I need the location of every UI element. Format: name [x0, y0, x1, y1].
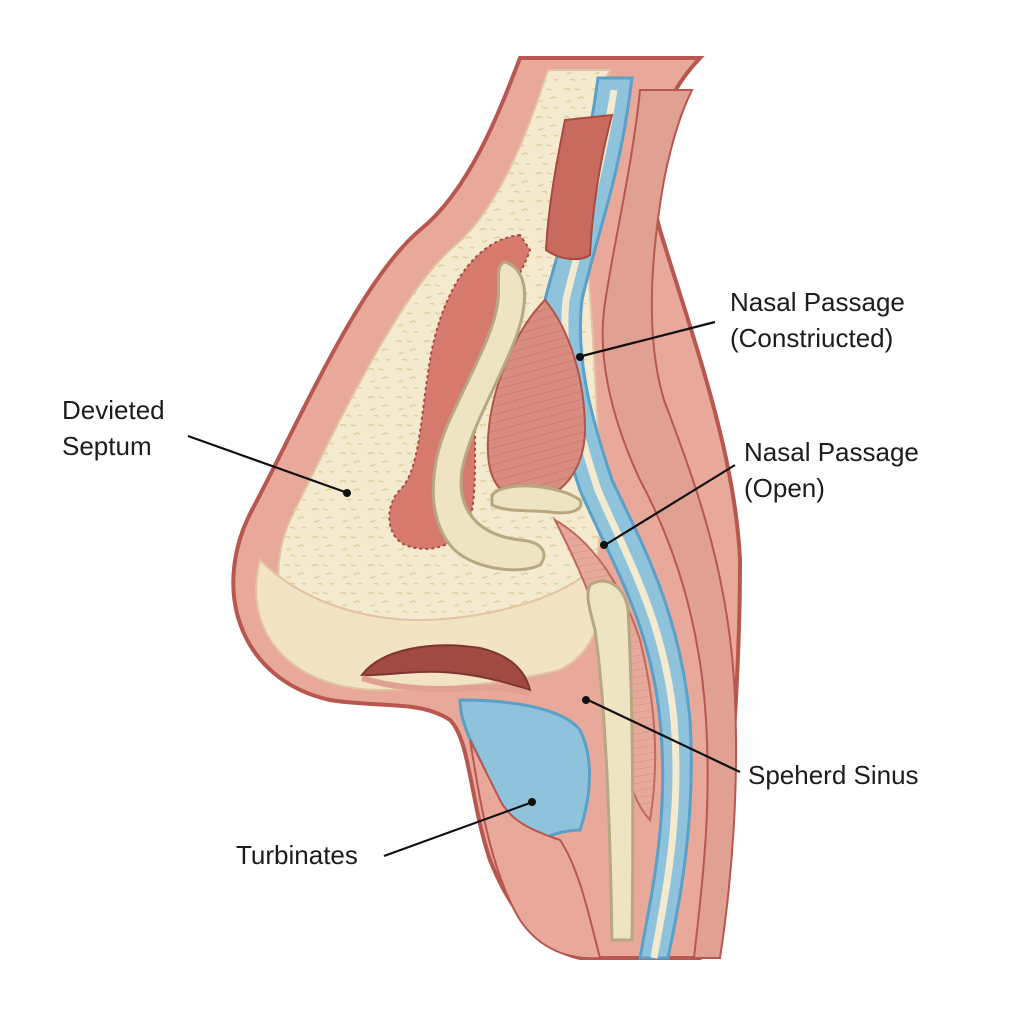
leader-dot-deviated-septum — [343, 489, 351, 497]
label-passage-open: Nasal Passage (Open) — [744, 434, 919, 506]
label-spehrd-sinus-line1: Speherd Sinus — [748, 760, 919, 790]
septal-bone-curve — [431, 260, 546, 572]
leader-passage-open — [604, 464, 736, 546]
palatine-cream-bar — [490, 484, 583, 515]
vertical-cream-rod — [586, 579, 635, 942]
label-passage-open-line2: (Open) — [744, 473, 825, 503]
label-turbinates-line1: Turbinates — [236, 840, 358, 870]
leader-turbinates — [383, 801, 531, 858]
label-passage-constricted-line1: Nasal Passage — [730, 287, 905, 317]
upper-muscle-column — [544, 113, 614, 261]
label-spehrd-sinus: Speherd Sinus — [748, 757, 919, 793]
leader-dot-spehrd-sinus — [582, 696, 590, 704]
label-passage-open-line1: Nasal Passage — [744, 437, 919, 467]
nostril-opening — [360, 644, 532, 692]
posterior-mucosa — [601, 89, 738, 959]
leader-spehrd-sinus — [587, 699, 741, 773]
leader-dot-passage-open — [600, 541, 608, 549]
label-passage-constricted: Nasal Passage (Constriucted) — [730, 284, 905, 356]
label-deviated-septum-line2: Septum — [62, 431, 152, 461]
leader-passage-constricted — [581, 320, 716, 358]
leader-deviated-septum — [187, 434, 346, 494]
leader-dot-passage-constricted — [576, 353, 584, 361]
label-deviated-septum: Devieted Septum — [62, 392, 165, 464]
leader-dot-turbinates — [528, 798, 536, 806]
label-turbinates: Turbinates — [236, 837, 358, 873]
nostril-rim — [361, 675, 532, 697]
label-passage-constricted-line2: (Constriucted) — [730, 323, 894, 353]
label-deviated-septum-line1: Devieted — [62, 395, 165, 425]
upper-lip — [469, 739, 602, 960]
